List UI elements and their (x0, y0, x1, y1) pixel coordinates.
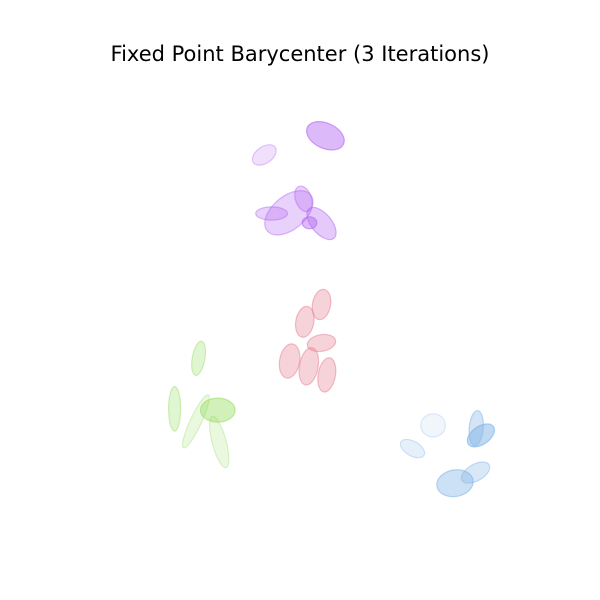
ellipse-1-4 (294, 185, 313, 213)
ellipse-2-5 (298, 347, 320, 386)
ellipse-cluster-3 (168, 340, 236, 469)
ellipse-cluster-4 (399, 409, 496, 498)
ellipse-cluster-2 (278, 288, 337, 393)
ellipse-2-3 (306, 333, 337, 353)
ellipse-3-4 (199, 397, 236, 423)
ellipse-4-2 (399, 438, 426, 459)
ellipse-3-3 (181, 394, 210, 449)
ellipse-1-5 (255, 206, 289, 221)
ellipse-1-3 (264, 190, 314, 236)
ellipse-1-2 (251, 144, 277, 166)
ellipse-4-4 (466, 423, 496, 448)
ellipse-3-2 (168, 385, 182, 432)
chart-title: Fixed Point Barycenter (3 Iterations) (110, 42, 490, 66)
ellipse-1-1 (305, 121, 345, 151)
ellipse-4-5 (436, 469, 474, 498)
ellipse-3-1 (191, 340, 207, 376)
ellipse-cluster-1 (251, 121, 345, 241)
ellipse-2-1 (311, 288, 332, 321)
ellipse-3-5 (208, 415, 230, 469)
ellipse-1-7 (301, 216, 318, 230)
ellipse-2-6 (317, 357, 337, 393)
ellipse-1-6 (306, 206, 337, 241)
ellipse-4-1 (420, 413, 447, 438)
ellipse-2-2 (294, 305, 315, 338)
ellipse-4-6 (460, 461, 491, 484)
